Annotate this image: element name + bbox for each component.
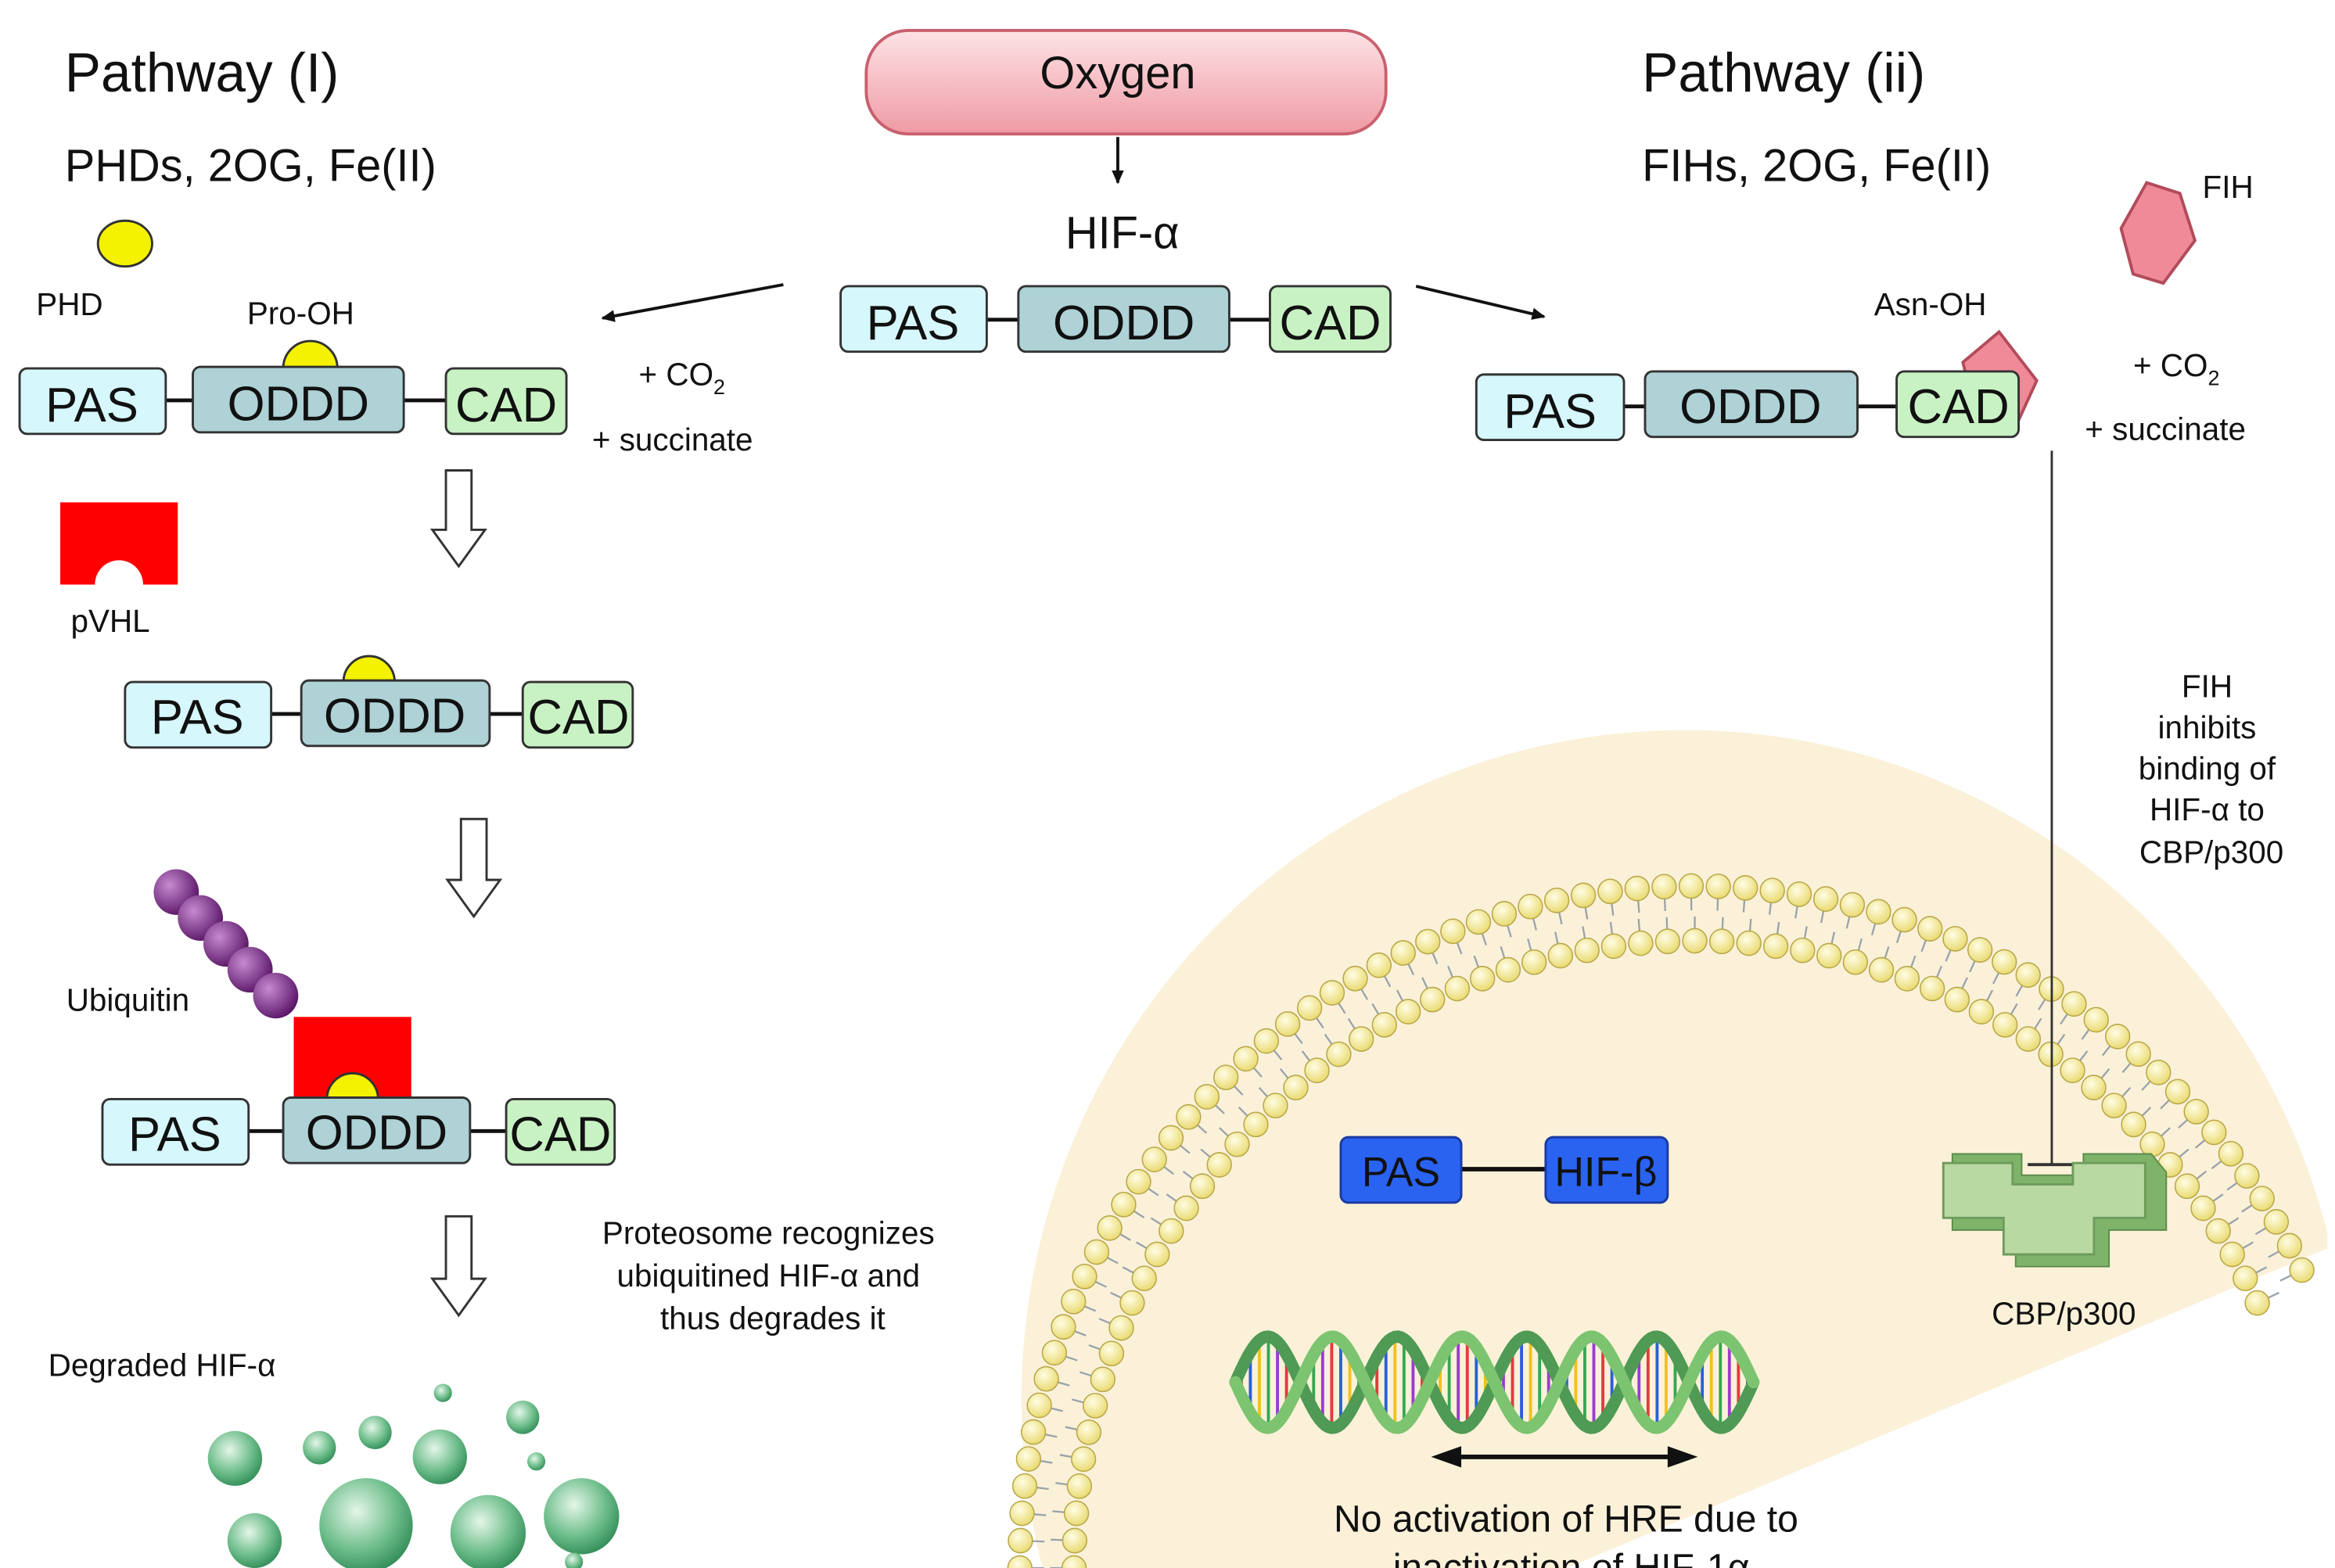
cad-domain-label: CAD [1908, 380, 2010, 434]
hif-alpha-construct-top: PAS ODDD CAD [839, 285, 1392, 353]
oddd-domain-label: ODDD [1053, 296, 1194, 350]
phd-enzyme-icon [96, 219, 153, 268]
hollow-down-arrow-2 [445, 817, 503, 919]
pathway-ii-title: Pathway (ii) [1642, 41, 1925, 102]
oddd-domain-label: ODDD [306, 1106, 447, 1160]
dna-helix-icon [1229, 1330, 1760, 1434]
degraded-hif-label: Degraded HIF-α [48, 1347, 276, 1383]
asn-oh-label: Asn-OH [1874, 286, 1987, 322]
cbp-p300-icon [1942, 1153, 2168, 1268]
hydroxyl-group-icon [342, 655, 397, 684]
phd-label: PHD [36, 286, 102, 322]
hif-beta-label: HIF-β [1554, 1150, 1657, 1195]
co2-label-right: + CO2 [2133, 347, 2220, 390]
no-activation-note: No activation of HRE due to inactivation… [1334, 1498, 1809, 1568]
hollow-down-arrow-1 [429, 469, 487, 569]
cad-domain-label: CAD [1279, 296, 1381, 350]
proteosome-note: Proteosome recognizes ubiquitined HIF-α … [602, 1215, 943, 1336]
cad-domain-label: CAD [509, 1107, 611, 1161]
oxygen-label: Oxygen [1040, 48, 1195, 99]
hif-alpha-construct-ubiquitinated: PAS ODDD CAD [101, 1017, 616, 1166]
hif-alpha-construct-pvhl-bound: PAS ODDD CAD [124, 655, 634, 749]
lipid-bilayer-membrane [1007, 873, 2315, 1568]
hif-alpha-title: HIF-α [1065, 207, 1180, 258]
oddd-domain-label: ODDD [228, 377, 369, 431]
pas-domain-label: PAS [45, 379, 138, 432]
degraded-fragments-icon [207, 1383, 620, 1568]
oxygen-capsule: Oxygen [864, 28, 1388, 136]
succinate-label-right: + succinate [2085, 411, 2246, 447]
hif-alpha-construct-asn-hydroxylated: PAS ODDD CAD [1475, 329, 2039, 442]
cad-domain-label: CAD [455, 379, 557, 432]
pathway-ii-cofactors: FIHs, 2OG, Fe(II) [1642, 140, 1991, 191]
pas-domain-label: PAS [1503, 385, 1597, 439]
cbp-p300-label: CBP/p300 [1992, 1295, 2136, 1331]
succinate-label-left: + succinate [592, 422, 753, 457]
fih-inhibits-note: FIH inhibits binding of HIF-α to CBP/p30… [2139, 668, 2285, 870]
ubiquitin-label: Ubiquitin [66, 981, 189, 1017]
hydroxyl-group-icon [325, 1071, 379, 1100]
pathway-i-cofactors: PHDs, 2OG, Fe(II) [65, 140, 436, 191]
oddd-domain-label: ODDD [324, 689, 465, 743]
pas-domain-label: PAS [867, 296, 960, 350]
arrow-to-pathway-ii [1415, 285, 1546, 320]
hif-alpha-construct-hydroxylated: PAS ODDD CAD [18, 339, 568, 436]
pvhl-icon [60, 502, 178, 585]
cad-domain-label: CAD [527, 691, 629, 745]
arrow-to-pathway-i [601, 283, 784, 322]
pro-oh-label: Pro-OH [247, 295, 354, 331]
pathway-i-title: Pathway (I) [65, 41, 339, 102]
fih-label: FIH [2203, 169, 2254, 205]
oddd-domain-label: ODDD [1679, 380, 1821, 434]
hydroxyl-group-icon [282, 339, 339, 370]
pvhl-label: pVHL [71, 603, 150, 639]
ubiquitin-chain-icon [153, 869, 299, 1019]
pas-domain-label: PAS [1362, 1150, 1440, 1195]
nucleus-interior [1021, 730, 2328, 1568]
fih-enzyme-icon [2119, 181, 2197, 285]
pas-domain-label: PAS [151, 691, 244, 745]
pas-hif-beta-dimer: PAS HIF-β [1339, 1136, 1669, 1204]
co2-label-left: + CO2 [639, 356, 726, 399]
hollow-down-arrow-3 [429, 1215, 487, 1318]
pas-domain-label: PAS [128, 1107, 221, 1161]
